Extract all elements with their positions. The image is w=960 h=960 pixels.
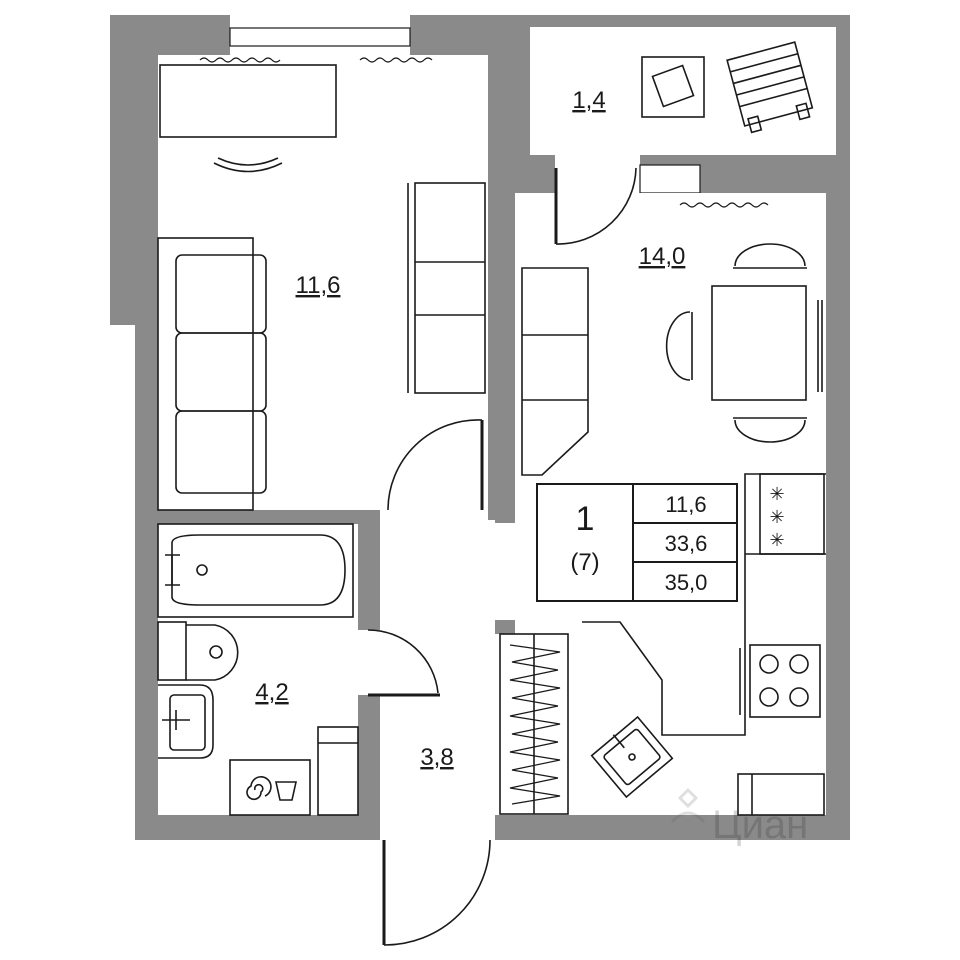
room-area-living: 11,6 [296, 272, 341, 299]
watermark: Циан [670, 787, 808, 847]
apartment-info-box: 1 (7) 11,6 33,6 35,0 [536, 483, 738, 602]
sofa [157, 237, 267, 511]
floor-number: (7) [570, 549, 599, 576]
bathroom-sink-icon [158, 684, 214, 759]
kitchen-sofa [521, 267, 589, 476]
room-area-hall: 3,8 [420, 744, 453, 771]
door-living [387, 419, 484, 511]
room-area-kitchen: 14,0 [639, 243, 686, 270]
washing-machine-icon [229, 759, 311, 816]
living-area: 11,6 [665, 492, 706, 517]
windows [229, 27, 701, 194]
kitchen-cabinet [737, 773, 825, 816]
svg-text:✳: ✳ [769, 530, 784, 550]
wardrobe-living [407, 182, 486, 394]
door-balcony [554, 167, 637, 245]
stove-icon [739, 644, 821, 718]
hall-wardrobe [499, 633, 569, 815]
balcony-table [641, 56, 705, 118]
toilet-icon [157, 621, 239, 681]
bathtub-icon [157, 523, 354, 618]
door-bathroom [367, 629, 440, 697]
rooms-count: 1 [576, 500, 595, 538]
radiator-living [199, 57, 433, 63]
balcony-chair [726, 41, 814, 134]
kitchen-sink-icon [590, 715, 674, 799]
bathroom-cabinet [317, 726, 359, 816]
dining-table [665, 243, 823, 443]
svg-text:✳: ✳ [769, 484, 784, 504]
svg-text:✳: ✳ [769, 507, 784, 527]
watermark-text: Циан [712, 803, 808, 847]
total-area: 33,6 [665, 531, 708, 556]
room-area-balcony: 1,4 [572, 87, 605, 114]
radiator-kitchen [679, 202, 769, 208]
door-entrance [382, 839, 491, 946]
desk [159, 64, 337, 173]
full-area: 35,0 [665, 570, 708, 595]
fridge-icon: ✳ ✳ ✳ [769, 484, 784, 550]
kitchen-counter [582, 473, 826, 736]
room-area-bathroom: 4,2 [255, 679, 288, 706]
